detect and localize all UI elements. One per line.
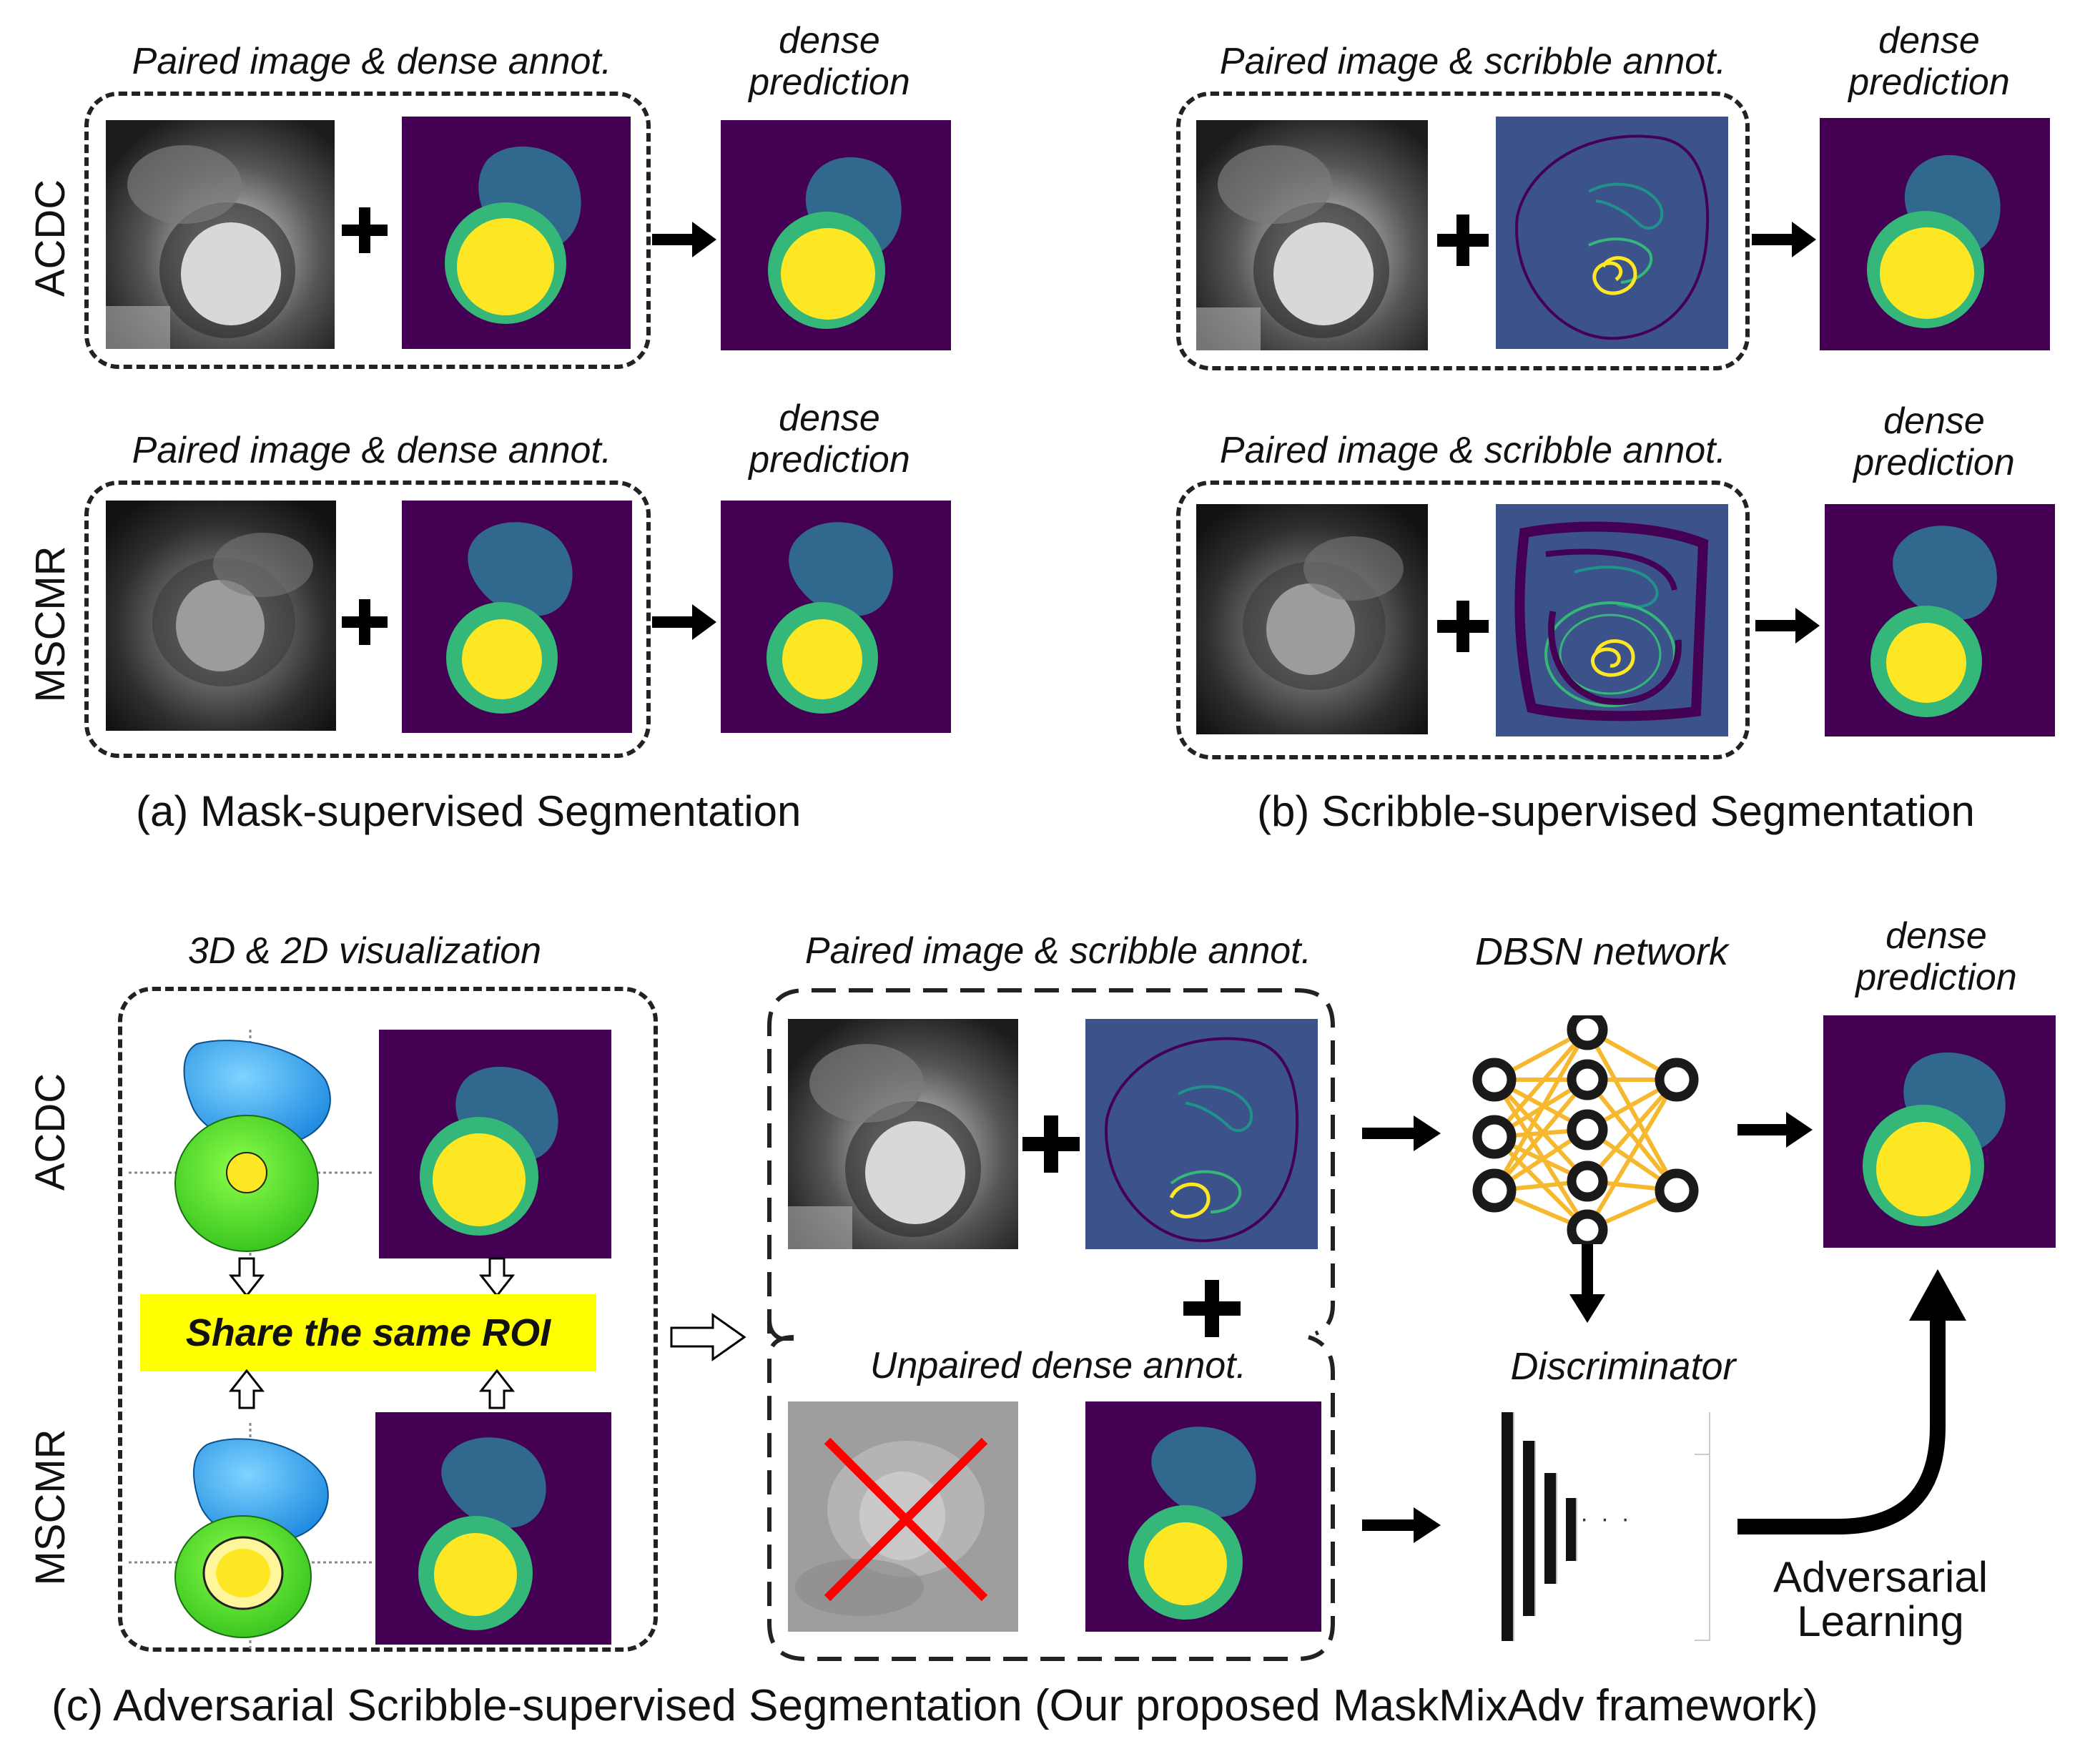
dense-prediction-mscmr-b (1825, 504, 2055, 736)
dense-prediction-acdc (721, 120, 951, 350)
hollow-arrow-right-icon (669, 1312, 747, 1362)
panel-b-output-label: dense prediction (1808, 20, 2051, 103)
unpaired-header: Unpaired dense annot. (869, 1345, 1247, 1386)
panel-a-output-label: dense prediction (708, 20, 951, 103)
panel-b-header: Paired image & scribble annot. (1219, 41, 1727, 82)
discriminator-label: Discriminator (1510, 1345, 1736, 1388)
plus-icon (1437, 601, 1489, 652)
arrow-right-icon (1755, 608, 1820, 644)
row-label-acdc: ACDC (27, 179, 74, 297)
3d-render-acdc (129, 1030, 372, 1266)
dashed-group-b-acdc (1176, 92, 1750, 370)
roi-label: Share the same ROI (185, 1311, 551, 1354)
output-label-line2: prediction (1855, 957, 2017, 998)
dense-prediction-mscmr (721, 501, 951, 733)
caption-a: (a) Mask-supervised Segmentation (136, 787, 802, 835)
output-label-line2: prediction (749, 439, 910, 481)
caption-b: (b) Scribble-supervised Segmentation (1257, 787, 1975, 835)
plus-icon (1183, 1280, 1241, 1337)
arrow-right-icon (652, 604, 716, 640)
dashed-bracket-paired (765, 983, 1337, 1341)
output-label-line1: dense (1878, 20, 1980, 61)
dashed-group-visualization (118, 987, 658, 1652)
dashed-group-a-mscmr (84, 481, 651, 758)
mri-image-mscmr-b (1196, 504, 1428, 734)
panel-b-header-mscmr: Paired image & scribble annot. (1219, 430, 1727, 471)
neural-network-icon (1459, 1015, 1745, 1244)
discriminator-icon (1494, 1412, 1730, 1641)
arrow-down-icon (1569, 1244, 1605, 1323)
mri-image-acdc-c (788, 1019, 1018, 1249)
row-label-acdc-c: ACDC (27, 1073, 74, 1191)
panel-a-output-label-mscmr: dense prediction (708, 398, 951, 481)
adversarial-label-line2: Learning (1797, 1597, 1964, 1645)
adversarial-label-line1: Adversarial (1773, 1553, 1988, 1601)
output-label-line1: dense (779, 20, 880, 61)
dense-prediction-c (1823, 1015, 2056, 1248)
row-label-mscmr: MSCMR (27, 546, 74, 703)
output-label-line2: prediction (1848, 61, 2010, 103)
hollow-arrow-up-icon (229, 1369, 265, 1409)
dense-annotation-mscmr (402, 501, 632, 733)
scribble-annotation-acdc-c (1085, 1019, 1318, 1249)
vis-header: 3D & 2D visualization (187, 930, 542, 972)
ellipsis-text: · · · (1580, 1505, 1632, 1532)
mri-image-acdc-b (1196, 120, 1428, 350)
panel-a-header-mscmr: Paired image & dense annot. (132, 430, 612, 471)
hollow-arrow-up-icon (479, 1369, 515, 1409)
paired-header-c: Paired image & scribble annot. (804, 930, 1312, 972)
plus-icon (1437, 215, 1489, 266)
adversarial-curved-arrow-icon (1730, 1255, 1973, 1541)
dashed-group-b-mscmr (1176, 481, 1750, 759)
arrow-right-icon (1737, 1112, 1813, 1148)
dense-prediction-acdc-b (1820, 118, 2050, 350)
scribble-annotation-mscmr (1496, 504, 1728, 736)
hollow-arrow-down-icon (229, 1257, 265, 1297)
dense-annotation-unpaired (1085, 1401, 1321, 1632)
panel-b-output-label-mscmr: dense prediction (1813, 400, 2056, 483)
arrow-right-icon (652, 222, 716, 257)
row-label-mscmr-c: MSCMR (27, 1429, 74, 1586)
output-label-line1: dense (1883, 400, 1985, 442)
mri-image-acdc (106, 120, 335, 349)
plus-icon (342, 599, 388, 645)
arrow-right-icon (1752, 222, 1816, 257)
dashed-bracket-unpaired (765, 1330, 1337, 1666)
output-label-line1: dense (1885, 915, 1987, 957)
scribble-annotation-acdc (1496, 117, 1728, 349)
arrow-right-icon (1362, 1115, 1441, 1151)
3d-render-mscmr (129, 1423, 372, 1652)
output-label-line1: dense (779, 398, 880, 439)
network-label: DBSN network (1474, 930, 1729, 973)
hollow-arrow-down-icon (479, 1257, 515, 1297)
dense-annotation-acdc (402, 117, 631, 349)
plus-icon (342, 207, 388, 253)
panel-c-output-label: dense prediction (1815, 915, 2058, 998)
mri-image-mscmr (106, 501, 336, 731)
mri-image-unpaired (788, 1401, 1018, 1632)
dashed-group-a-acdc (84, 92, 651, 369)
output-label-line2: prediction (1853, 442, 2015, 483)
arrow-right-icon (1362, 1507, 1441, 1543)
output-label-line2: prediction (749, 61, 910, 103)
adversarial-learning-label: Adversarial Learning (1745, 1555, 2016, 1644)
roi-box: Share the same ROI (140, 1294, 596, 1371)
dense-annotation-acdc-c (379, 1030, 611, 1258)
panel-a-header: Paired image & dense annot. (132, 41, 612, 82)
plus-icon (1022, 1115, 1080, 1173)
dense-annotation-mscmr-c (375, 1412, 611, 1645)
caption-c: (c) Adversarial Scribble-supervised Segm… (51, 1681, 1818, 1730)
